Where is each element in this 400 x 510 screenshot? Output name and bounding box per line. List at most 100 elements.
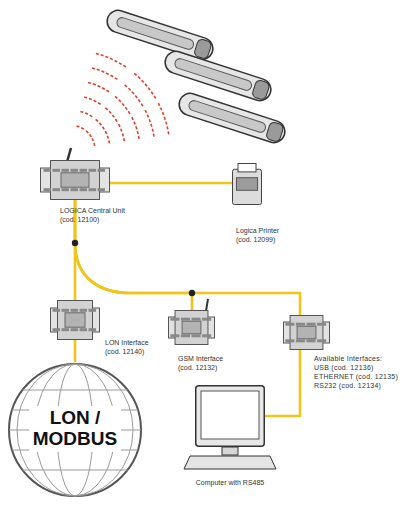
- terminal: [53, 309, 61, 312]
- meridian: [17, 364, 133, 496]
- radio-arc: [80, 111, 93, 117]
- din-module: [168, 310, 215, 345]
- terminal: [202, 334, 211, 337]
- radio-arc: [96, 53, 128, 68]
- terminal: [80, 309, 88, 312]
- terminal: [80, 169, 88, 172]
- radio-waves: [77, 53, 170, 146]
- device-label: Logica Printer (cod. 12099): [236, 226, 288, 244]
- terminal: [89, 309, 97, 312]
- device-label: LOGICA Central Unit (cod. 12100): [60, 206, 132, 224]
- keyboard: [184, 456, 276, 469]
- gsm-antenna: [206, 299, 208, 311]
- radio-arc: [105, 108, 117, 123]
- terminal: [181, 318, 190, 321]
- radio-arc: [115, 96, 131, 115]
- network-name: LON / MODBUS: [29, 408, 121, 450]
- device-label: Computer with RS485: [180, 478, 280, 487]
- terminal: [170, 334, 179, 337]
- terminal: [317, 339, 326, 342]
- terminal: [89, 188, 97, 191]
- radio-arc: [88, 82, 110, 92]
- radio-arc: [84, 97, 101, 105]
- device-label: Available Interfaces: USB (cod. 12136) E…: [314, 354, 399, 390]
- antenna: [67, 148, 71, 162]
- terminal: [53, 188, 61, 191]
- radio-arc: [96, 119, 105, 130]
- radio-arc: [77, 126, 85, 130]
- radio-arc: [119, 124, 125, 142]
- terminal: [307, 323, 316, 326]
- device-caption: Computer with RS485: [180, 478, 280, 487]
- radio-arc: [92, 68, 119, 81]
- bus-wire: [265, 350, 300, 416]
- lamp-fixture: [104, 8, 215, 63]
- terminal: [53, 169, 61, 172]
- printer-shape: [232, 163, 262, 205]
- globe-outline: [9, 364, 141, 496]
- lamp-diffuser: [116, 16, 195, 50]
- terminal: [98, 169, 106, 172]
- device-label: GSM Interface (cod. 12132): [178, 354, 236, 372]
- module-panel: [65, 313, 85, 327]
- module-front: [51, 161, 100, 200]
- device-caption: GSM Interface (cod. 12132): [178, 354, 236, 372]
- lamp-diffuser: [188, 99, 267, 133]
- lamp-cap: [265, 121, 284, 142]
- radio-arc: [132, 117, 140, 140]
- radio-arc: [105, 131, 109, 144]
- bus-wire: [74, 340, 77, 362]
- terminal: [62, 328, 70, 331]
- radio-arc: [134, 73, 156, 100]
- radio-arc: [92, 138, 95, 146]
- terminal: [80, 188, 88, 191]
- terminal: [44, 169, 52, 172]
- device-label: LON Interface (cod. 12140): [105, 338, 161, 356]
- din-module: [40, 160, 110, 200]
- parallel: [23, 390, 128, 391]
- terminal: [296, 323, 305, 326]
- terminal: [89, 328, 97, 331]
- device-module: LON Interface (cod. 12140): [50, 300, 100, 340]
- terminal: [62, 309, 70, 312]
- computer-node: Computer with RS485: [195, 385, 265, 447]
- radio-arc: [86, 131, 92, 138]
- terminal: [62, 169, 70, 172]
- monitor-frame: [196, 386, 265, 447]
- radio-arc: [145, 110, 154, 138]
- terminal: [192, 334, 201, 337]
- monitor-screen: [201, 391, 259, 439]
- module-front: [175, 311, 208, 345]
- terminal: [170, 318, 179, 321]
- module-panel: [182, 321, 201, 334]
- terminal: [285, 323, 294, 326]
- monitor-stand: [222, 447, 238, 455]
- device-module: LOGICA Central Unit (cod. 12100): [40, 160, 110, 200]
- junction-dot: [189, 290, 195, 296]
- terminal: [44, 188, 52, 191]
- terminal: [71, 169, 79, 172]
- terminal: [98, 188, 106, 191]
- device-caption: Available Interfaces: USB (cod. 12136) E…: [314, 354, 399, 390]
- printer-paper: [238, 164, 256, 172]
- radio-arc: [125, 85, 144, 108]
- parallel: [23, 470, 128, 471]
- module-front: [58, 301, 93, 340]
- device-caption: LON Interface (cod. 12140): [105, 338, 161, 356]
- terminal: [89, 169, 97, 172]
- device-caption: LOGICA Central Unit (cod. 12100): [60, 206, 132, 224]
- junction-dot: [72, 240, 78, 246]
- din-module: [283, 315, 330, 350]
- lamp-cap: [193, 38, 212, 59]
- terminal: [181, 334, 190, 337]
- radio-arc: [158, 103, 169, 136]
- printer-node: Logica Printer (cod. 12099): [232, 163, 262, 205]
- bus-wire: [110, 182, 232, 185]
- terminal: [62, 188, 70, 191]
- lamp-body: [176, 91, 287, 146]
- lamp-body: [104, 8, 215, 63]
- lamp-fixture: [162, 49, 273, 104]
